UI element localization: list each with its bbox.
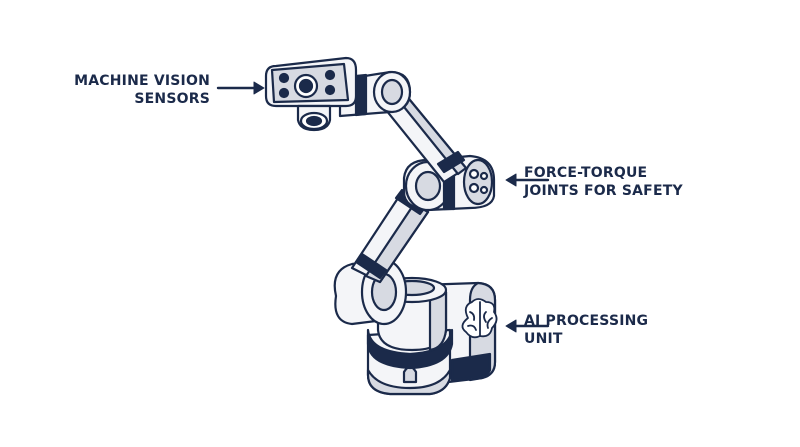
arrow-ai — [505, 319, 550, 333]
lower-arm — [350, 188, 430, 284]
brain-icon — [461, 298, 498, 339]
callout-vision-line2: SENSORS — [134, 91, 210, 107]
callout-force-line2: JOINTS FOR SAFETY — [524, 183, 683, 199]
callout-ai-processing: AI PROCESSING UNIT — [524, 312, 648, 348]
arrow-vision — [216, 81, 265, 95]
wrist-joint — [338, 70, 412, 118]
callout-force-torque: FORCE-TORQUE JOINTS FOR SAFETY — [524, 164, 683, 200]
callout-ai-line2: UNIT — [524, 331, 563, 347]
camera-head — [264, 56, 358, 132]
callout-force-line1: FORCE-TORQUE — [524, 165, 648, 181]
callout-ai-line1: AI PROCESSING — [524, 313, 649, 329]
arrow-force — [505, 173, 550, 187]
upper-arm — [376, 86, 468, 184]
callout-vision-line1: MACHINE VISION — [74, 73, 210, 89]
callout-arrows — [216, 81, 550, 333]
callout-machine-vision: MACHINE VISION SENSORS — [74, 72, 210, 108]
elbow-joint — [402, 154, 496, 212]
